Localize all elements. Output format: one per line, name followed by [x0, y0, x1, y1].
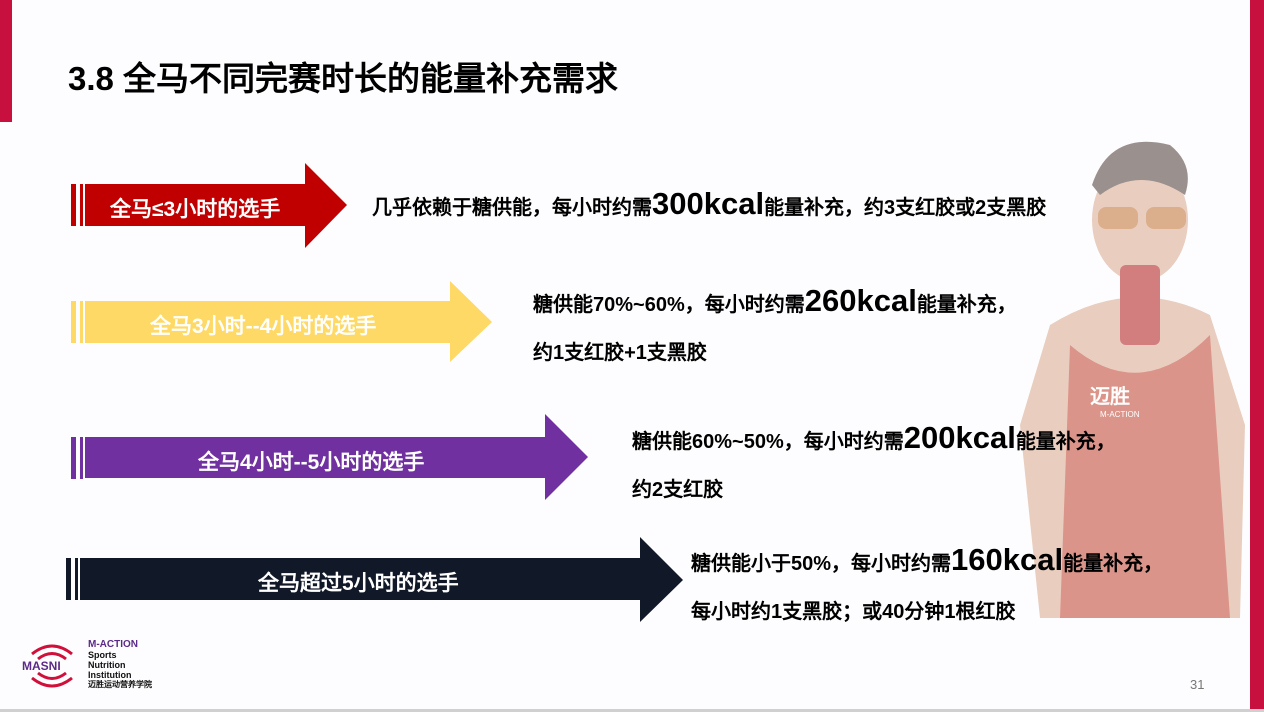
arrow-label: 全马超过5小时的选手	[258, 572, 459, 595]
row-2-description: 糖供能70%~60%，每小时约需260kcal能量补充， 约1支红胶+1支黑胶	[533, 277, 1017, 377]
athlete-photo: 迈胜 M-ACTION	[1010, 125, 1248, 618]
logo-text: Institution	[88, 670, 132, 680]
logo-text-cn: 迈胜运动营养学院	[88, 680, 152, 689]
masni-logo: MASNI M-ACTION Sports Nutrition Institut…	[20, 640, 220, 692]
arrow-row-1: 全马≤3小时的选手	[70, 163, 350, 249]
page-number: 31	[1190, 677, 1205, 692]
kcal-value: 300kcal	[652, 186, 765, 221]
desc-line-2: 约2支红胶	[632, 479, 724, 501]
divider	[0, 709, 1264, 712]
arrow-label: 全马3小时--4小时的选手	[150, 315, 377, 338]
desc-line-2: 每小时约1支黑胶；或40分钟1根红胶	[691, 601, 1016, 623]
arrow-row-4: 全马超过5小时的选手	[65, 537, 685, 623]
arrow-row-2: 全马3小时--4小时的选手	[70, 281, 495, 363]
arrow-row-3: 全马4小时--5小时的选手	[70, 414, 590, 501]
logo-brand: M-ACTION	[88, 639, 138, 650]
desc-text: 糖供能70%~60%，每小时约需	[533, 294, 805, 316]
shirt-logo-sub: M-ACTION	[1100, 410, 1140, 419]
desc-text: 几乎依赖于糖供能，每小时约需	[372, 197, 652, 219]
arrow-label: 全马4小时--5小时的选手	[198, 451, 425, 474]
shirt-logo: 迈胜	[1090, 385, 1130, 408]
kcal-value: 160kcal	[951, 542, 1064, 577]
desc-text: 糖供能60%~50%，每小时约需	[632, 431, 904, 453]
desc-text: 糖供能小于50%，每小时约需	[691, 553, 952, 575]
row-4-description: 糖供能小于50%，每小时约需160kcal能量补充， 每小时约1支黑胶；或40分…	[691, 536, 1163, 636]
desc-text: 能量补充，约3支红胶或2支黑胶	[764, 197, 1047, 219]
row-3-description: 糖供能60%~50%，每小时约需200kcal能量补充， 约2支红胶	[632, 414, 1116, 514]
logo-mark: MASNI	[22, 659, 61, 673]
arrow-label: 全马≤3小时的选手	[110, 198, 281, 221]
desc-line-2: 约1支红胶+1支黑胶	[533, 342, 707, 364]
page-title: 3.8 全马不同完赛时长的能量补充需求	[68, 60, 619, 97]
desc-text: 能量补充，	[916, 294, 1017, 316]
kcal-value: 260kcal	[804, 283, 917, 318]
logo-text: Nutrition	[88, 660, 126, 670]
desc-text: 能量补充，	[1015, 431, 1116, 453]
logo-text: Sports	[88, 650, 117, 660]
accent-bar-left	[0, 0, 12, 122]
row-1-description: 几乎依赖于糖供能，每小时约需300kcal能量补充，约3支红胶或2支黑胶	[372, 180, 1046, 232]
kcal-value: 200kcal	[903, 420, 1016, 455]
accent-bar-right	[1250, 0, 1264, 712]
desc-text: 能量补充，	[1063, 553, 1164, 575]
